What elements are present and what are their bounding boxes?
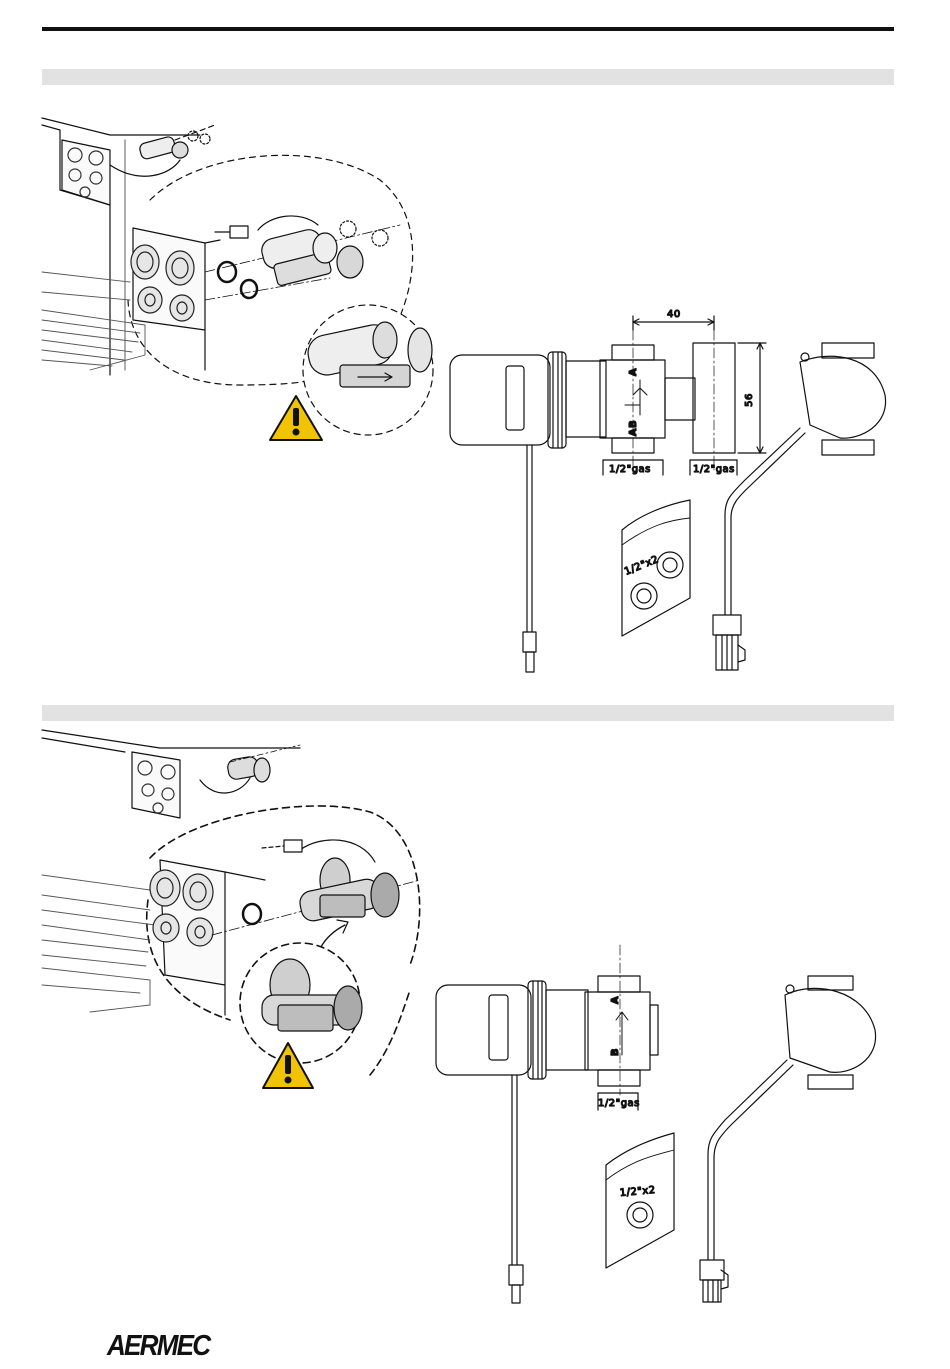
section2-2way-valve-drawing xyxy=(436,945,876,1303)
port-a-label: A xyxy=(610,996,621,1004)
thread-right-label: 1/2"gas xyxy=(693,464,735,475)
aermec-logo: AERMEC xyxy=(107,1330,209,1363)
port-b-label: B xyxy=(610,1048,621,1056)
port-a-label: A xyxy=(628,368,639,376)
dim-height-label: 56 xyxy=(744,393,755,407)
section2-installation-illustration xyxy=(42,730,420,1088)
thread-label: 1/2"gas xyxy=(598,1098,640,1109)
section1-installation-illustration xyxy=(42,118,433,440)
thread-left-label: 1/2"gas xyxy=(609,464,651,475)
dim-width-label: 40 xyxy=(667,309,681,320)
port-ab-label: AB xyxy=(628,420,639,436)
section1-3way-valve-drawing xyxy=(450,316,886,672)
